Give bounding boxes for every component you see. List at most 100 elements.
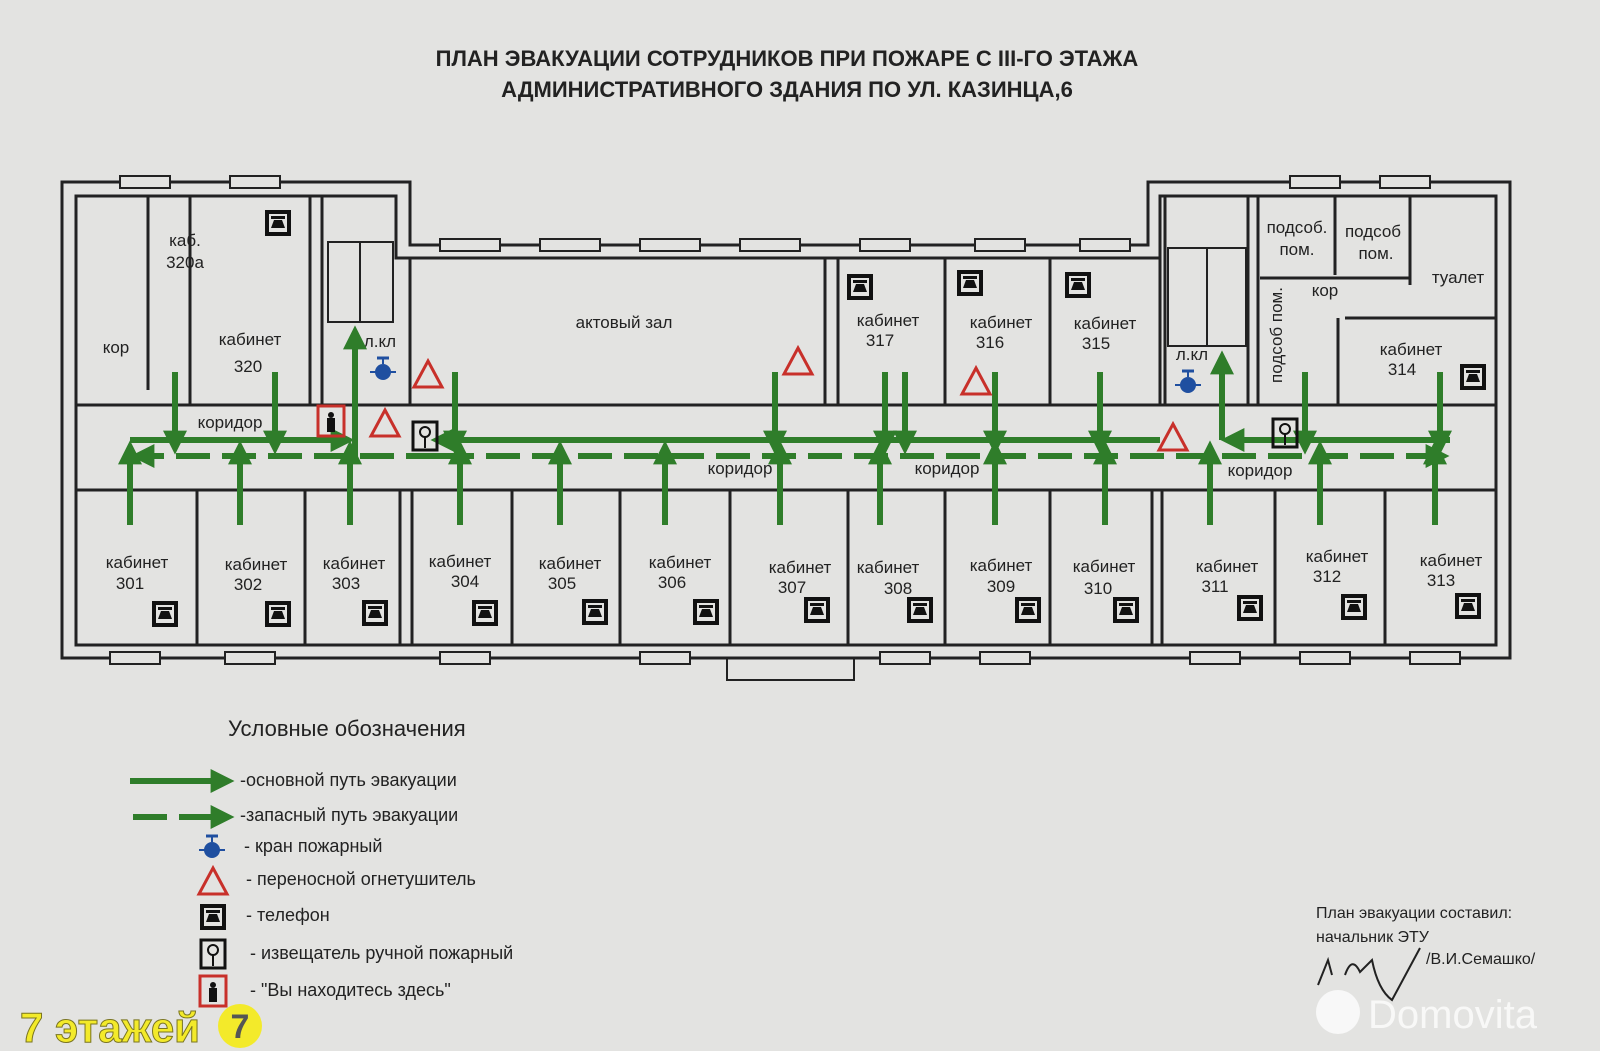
utility-room-3-label: подсоб пом. bbox=[1267, 287, 1286, 383]
legend-item-hydrant: - кран пожарный bbox=[244, 836, 382, 856]
corridor-label-3: коридор bbox=[915, 459, 980, 478]
watermark: Domovita bbox=[1316, 990, 1538, 1037]
room-320a-number: 320а bbox=[166, 253, 204, 272]
upper-room-exit-arrows bbox=[163, 372, 1452, 455]
lower-room-exit-arrows bbox=[118, 440, 1447, 525]
room-312-name: кабинет bbox=[1306, 547, 1369, 566]
fire-hydrant-icon bbox=[1173, 369, 1203, 395]
room-303-name: кабинет bbox=[323, 554, 386, 573]
room-315-number: 315 bbox=[1082, 334, 1110, 353]
room-312-number: 312 bbox=[1313, 567, 1341, 586]
room-320-name: кабинет bbox=[219, 330, 282, 349]
fire-hydrant-icon bbox=[197, 834, 227, 860]
room-320-number: 320 bbox=[234, 357, 262, 376]
room-301-number: 301 bbox=[116, 574, 144, 593]
phone-icon bbox=[265, 601, 291, 627]
extinguisher-icon bbox=[412, 359, 444, 389]
legend-title: Условные обозначения bbox=[228, 716, 466, 741]
room-308-name: кабинет bbox=[857, 558, 920, 577]
fire-hydrant-icon bbox=[368, 356, 398, 382]
room-315-name: кабинет bbox=[1074, 314, 1137, 333]
room-301-name: кабинет bbox=[106, 553, 169, 572]
phone-icon bbox=[200, 904, 226, 930]
extinguisher-icon bbox=[197, 866, 229, 896]
room-306-name: кабинет bbox=[649, 553, 712, 572]
room-305-number: 305 bbox=[548, 574, 576, 593]
kor-right-label: кор bbox=[1312, 281, 1339, 300]
phone-icon bbox=[804, 597, 830, 623]
watermark-logo-icon bbox=[1316, 990, 1360, 1034]
room-302-name: кабинет bbox=[225, 555, 288, 574]
floors-count-text: 7 этажей bbox=[20, 1004, 200, 1051]
extinguisher-icon bbox=[960, 366, 992, 396]
signature-block: План эвакуации составил: начальник ЭТУ /… bbox=[1316, 905, 1536, 1002]
room-314-number: 314 bbox=[1388, 360, 1416, 379]
legend-item-call-point: - извещатель ручной пожарный bbox=[250, 943, 513, 963]
legend-item-phone: - телефон bbox=[246, 905, 330, 925]
phone-icon bbox=[957, 270, 983, 296]
corridor-label-4: коридор bbox=[1228, 461, 1293, 480]
room-305-name: кабинет bbox=[539, 554, 602, 573]
phone-icon bbox=[847, 274, 873, 300]
watermark-text: Domovita bbox=[1368, 993, 1538, 1037]
extinguisher-icon bbox=[1157, 422, 1189, 452]
handwritten-signature bbox=[1317, 947, 1421, 1002]
legend-item-extinguisher: - переносной огнетушитель bbox=[246, 869, 476, 889]
corridor-label-1: коридор bbox=[198, 413, 263, 432]
legend: Условные обозначения -основной путь эвак… bbox=[130, 716, 513, 1008]
room-303-number: 303 bbox=[332, 574, 360, 593]
room-313-number: 313 bbox=[1427, 571, 1455, 590]
room-302-number: 302 bbox=[234, 575, 262, 594]
phone-icon bbox=[907, 597, 933, 623]
manual-call-point-icon bbox=[411, 420, 439, 452]
room-309-number: 309 bbox=[987, 577, 1015, 596]
phone-icon bbox=[472, 600, 498, 626]
floors-badge-number: 7 bbox=[231, 1008, 250, 1046]
utility-room-2-sub: пом. bbox=[1358, 244, 1393, 263]
assembly-hall-label: актовый зал bbox=[576, 313, 673, 332]
extinguisher-icon bbox=[369, 408, 401, 438]
room-316-name: кабинет bbox=[970, 313, 1033, 332]
utility-room-1-sub: пом. bbox=[1279, 240, 1314, 259]
signature-name: /В.И.Семашко/ bbox=[1426, 951, 1536, 968]
room-311-number: 311 bbox=[1201, 577, 1228, 596]
toilet-label: туалет bbox=[1432, 268, 1485, 287]
phone-icon bbox=[265, 210, 291, 236]
plan-title-line2: АДМИНИСТРАТИВНОГО ЗДАНИЯ ПО УЛ. КАЗИНЦА,… bbox=[501, 77, 1073, 102]
room-307-number: 307 bbox=[778, 578, 806, 597]
plan-title-line1: ПЛАН ЭВАКУАЦИИ СОТРУДНИКОВ ПРИ ПОЖАРЕ С … bbox=[436, 46, 1139, 71]
room-311-name: кабинет bbox=[1196, 557, 1259, 576]
legend-item-you-are-here: - "Вы находитесь здесь" bbox=[250, 980, 451, 1000]
phone-icon bbox=[1065, 272, 1091, 298]
phone-icon bbox=[152, 601, 178, 627]
extinguisher-icon bbox=[782, 346, 814, 376]
room-314-name: кабинет bbox=[1380, 340, 1443, 359]
you-are-here-icon bbox=[198, 974, 228, 1008]
kor-left-label: кор bbox=[103, 338, 130, 357]
floors-overlay: 7 этажей 7 bbox=[20, 1004, 262, 1051]
stair-left-label: л.кл bbox=[364, 332, 396, 351]
room-313-name: кабинет bbox=[1420, 551, 1483, 570]
you-are-here-icon bbox=[316, 404, 346, 438]
floors-badge bbox=[218, 1004, 262, 1048]
legend-item-reserve-route: -запасный путь эвакуации bbox=[240, 805, 458, 825]
signature-line1: План эвакуации составил: bbox=[1316, 905, 1512, 922]
utility-room-1-label: подсоб. bbox=[1267, 218, 1328, 237]
room-labels: каб. 320а кабинет 320 кабинет 317 кабине… bbox=[103, 218, 1485, 598]
room-308-number: 308 bbox=[884, 579, 912, 598]
legend-item-main-route: -основной путь эвакуации bbox=[240, 770, 457, 790]
room-309-name: кабинет bbox=[970, 556, 1033, 575]
phone-icon bbox=[1460, 364, 1486, 390]
room-310-name: кабинет bbox=[1073, 557, 1136, 576]
stair-right-label: л.кл bbox=[1176, 345, 1208, 364]
room-304-name: кабинет bbox=[429, 552, 492, 571]
phone-icon bbox=[1015, 597, 1041, 623]
phone-icon bbox=[362, 600, 388, 626]
corridor-label-2: коридор bbox=[708, 459, 773, 478]
room-317-number: 317 bbox=[866, 331, 894, 350]
building-walls bbox=[60, 175, 1512, 681]
phone-icon bbox=[1341, 594, 1367, 620]
utility-room-2-label: подсоб bbox=[1345, 222, 1401, 241]
signature-line2: начальник ЭТУ bbox=[1316, 929, 1430, 946]
